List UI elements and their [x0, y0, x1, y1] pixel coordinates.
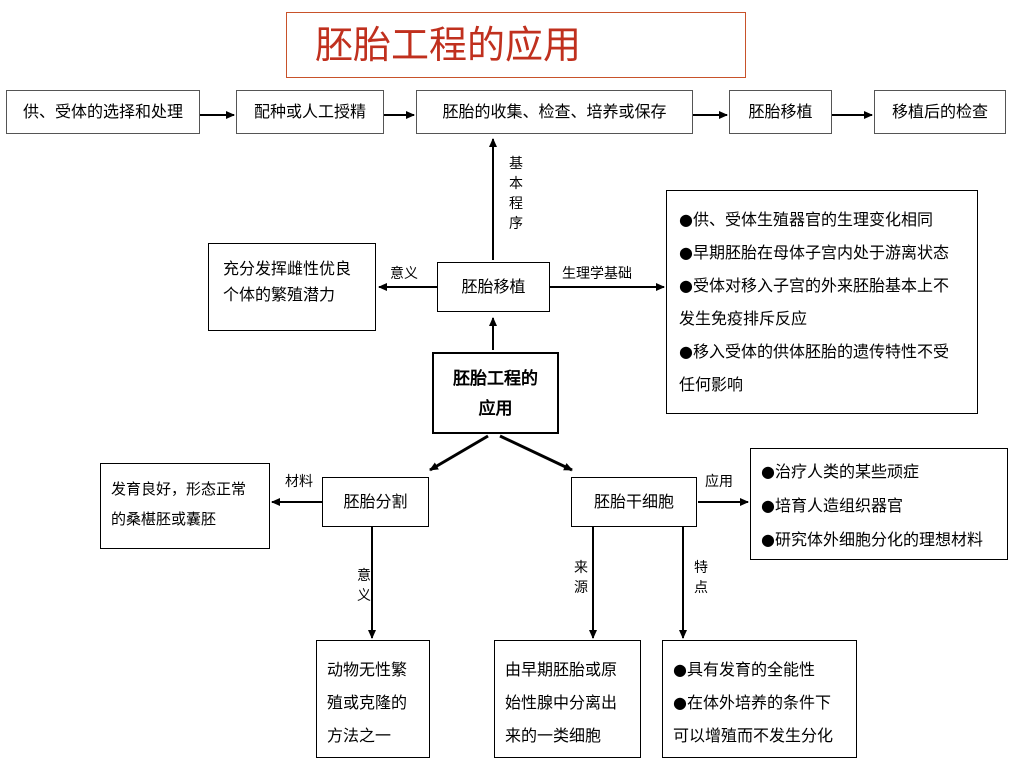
transplant-significance-line2: 个体的繁殖潜力	[223, 285, 336, 304]
stemcell-source-label: 来源	[573, 558, 589, 598]
transplant-significance-line1: 充分发挥雌性优良	[223, 259, 352, 278]
center-node: 胚胎工程的 应用	[432, 352, 559, 434]
basis-item: ●早期胚胎在母体子宫内处于游离状态	[679, 243, 949, 262]
embryonic-stem-cell-node: 胚胎干细胞	[571, 477, 697, 527]
vertical-label-char: 义	[357, 588, 371, 604]
basis-item: ●移入受体的供体胚胎的遗传特性不受	[679, 342, 949, 361]
vertical-label-char: 源	[574, 580, 588, 596]
stemcell-application-label: 应用	[705, 474, 733, 490]
basis-item: ●供、受体生殖器官的生理变化相同	[679, 210, 933, 229]
procedure-label-char: 基本程序	[508, 154, 524, 234]
stemcell-feature-label: 特点	[693, 558, 709, 598]
vertical-label-char: 本	[509, 176, 523, 192]
vertical-label-char: 意	[357, 568, 371, 584]
splitting-material-box: 发育良好，形态正常 的桑椹胚或囊胚	[100, 463, 270, 549]
procedure-label: 基本程序	[508, 154, 524, 234]
splitting-significance-label: 意义	[356, 566, 372, 606]
transplant-significance-label: 意义	[390, 266, 418, 282]
transplant-basis-label: 生理学基础	[562, 266, 632, 282]
source-line: 始性腺中分离出	[505, 693, 618, 712]
vertical-label-char: 特	[694, 560, 708, 576]
source-line: 由早期胚胎或原	[505, 660, 618, 679]
feature-line: 可以增殖而不发生分化	[673, 726, 834, 745]
stemcell-features-box: ●具有发育的全能性 ●在体外培养的条件下 可以增殖而不发生分化	[662, 640, 857, 758]
step-embryo-collection: 胚胎的收集、检查、培养或保存	[416, 90, 693, 134]
vertical-label-char: 程	[509, 196, 523, 212]
stemcell-source-box: 由早期胚胎或原 始性腺中分离出 来的一类细胞	[494, 640, 641, 758]
application-item: ●培育人造组织器官	[761, 496, 903, 515]
step-embryo-transplant: 胚胎移植	[729, 90, 832, 134]
splitting-material-line2: 的桑椹胚或囊胚	[111, 510, 217, 528]
step-mating-insemination: 配种或人工授精	[236, 90, 384, 134]
center-line2: 应用	[478, 399, 513, 419]
transplant-significance-box: 充分发挥雌性优良 个体的繁殖潜力	[208, 243, 376, 331]
vertical-label-char: 来	[574, 560, 588, 576]
splitting-material-label: 材料	[285, 474, 313, 490]
arrow-center-stemcell	[499, 434, 573, 472]
basis-item: 发生免疫排斥反应	[679, 309, 808, 328]
step-donor-recipient: 供、受体的选择和处理	[6, 90, 200, 134]
basis-item: ●受体对移入子宫的外来胚胎基本上不	[679, 276, 949, 295]
splitting-material-line1: 发育良好，形态正常	[111, 480, 247, 498]
source-line: 来的一类细胞	[505, 726, 602, 745]
splitting-significance-box: 动物无性繁 殖或克隆的 方法之一	[316, 640, 430, 758]
vertical-label-char: 基	[509, 156, 523, 172]
application-item: ●治疗人类的某些顽症	[761, 462, 919, 481]
transplant-basis-box: ●供、受体生殖器官的生理变化相同 ●早期胚胎在母体子宫内处于游离状态 ●受体对移…	[666, 190, 978, 414]
vertical-label-char: 点	[694, 580, 708, 596]
feature-line: ●在体外培养的条件下	[673, 693, 831, 712]
application-item: ●研究体外细胞分化的理想材料	[761, 530, 983, 549]
feature-line: ●具有发育的全能性	[673, 660, 815, 679]
stemcell-applications-box: ●治疗人类的某些顽症 ●培育人造组织器官 ●研究体外细胞分化的理想材料	[750, 448, 1008, 560]
basis-item: 任何影响	[679, 375, 744, 394]
splitting-significance-line: 动物无性繁	[327, 660, 408, 679]
page-title: 胚胎工程的应用	[286, 12, 746, 78]
splitting-significance-line: 方法之一	[327, 726, 392, 745]
embryo-splitting-node: 胚胎分割	[322, 477, 429, 527]
step-post-check: 移植后的检查	[874, 90, 1006, 134]
embryo-transplant-node: 胚胎移植	[437, 262, 550, 312]
vertical-label-char: 序	[509, 216, 523, 232]
splitting-significance-line: 殖或克隆的	[327, 693, 408, 712]
center-line1: 胚胎工程的	[453, 369, 538, 389]
arrow-center-splitting	[429, 434, 489, 472]
